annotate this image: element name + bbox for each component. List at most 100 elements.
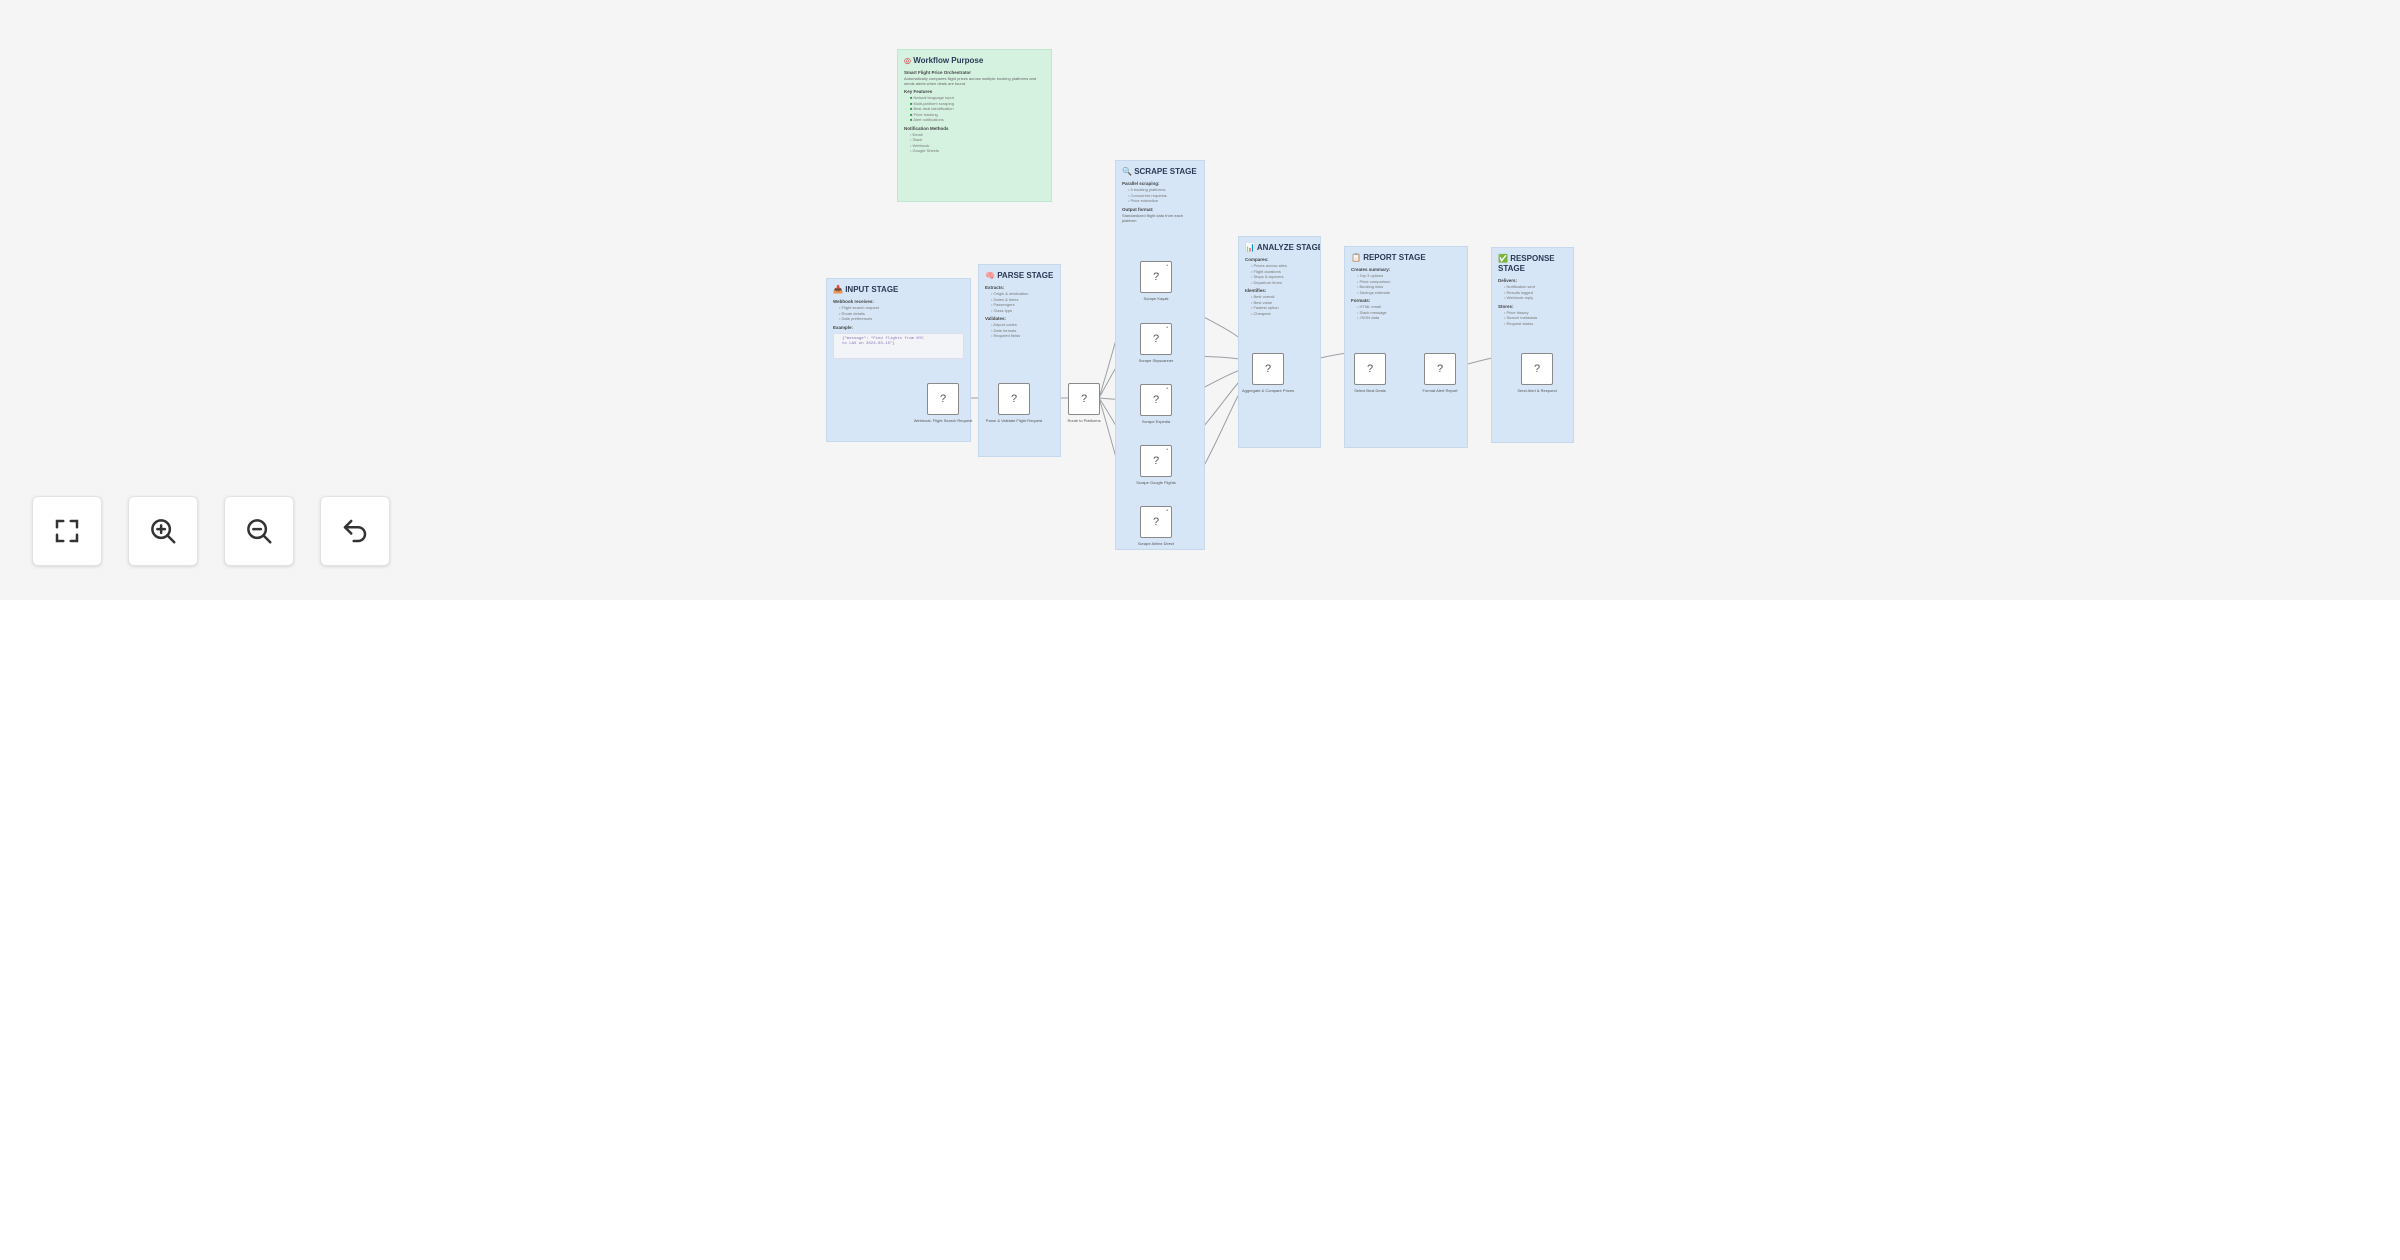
node-label: Webhook: Flight Search Request — [913, 418, 973, 423]
stage-subtitle: Validates: — [985, 316, 1007, 321]
stage-list: 5 booking platforms Concurrent requests … — [1122, 187, 1198, 204]
stage-title: 📋 REPORT STAGE — [1351, 253, 1426, 262]
check-icon: ✅ — [1498, 254, 1511, 263]
code-line: {"message": "Find flights from NYC — [842, 336, 924, 341]
stage-title: 🔍 SCRAPE STAGE — [1122, 167, 1197, 176]
list-item: Price comparison — [1357, 279, 1461, 285]
stage-subtitle: Extracts: — [985, 285, 1005, 290]
inbox-icon: 📥 — [833, 285, 846, 294]
node-label: Scrape Google Flights — [1136, 480, 1176, 485]
list-item: Departure times — [1251, 280, 1314, 286]
reset-button[interactable] — [320, 496, 390, 566]
list-item: Multi-platform scraping — [910, 101, 1045, 107]
purpose-description: Automatically compares flight prices acr… — [904, 76, 1037, 86]
purpose-subtitle: Smart Flight Price Orchestrator — [904, 70, 972, 75]
zoom-in-icon — [151, 519, 176, 544]
unknown-node-icon: ? — [1533, 363, 1541, 375]
stage-list: Notification sent Results logged Webhook… — [1498, 284, 1567, 301]
list-item: Top 3 options — [1357, 273, 1461, 279]
undo-icon — [343, 519, 367, 543]
zoom-out-icon — [247, 519, 272, 544]
node-scrape-5[interactable]: •? — [1140, 506, 1172, 538]
unknown-node-icon: ? — [1080, 393, 1088, 405]
fullscreen-icon — [55, 519, 79, 543]
node-scrape-1[interactable]: •? — [1140, 261, 1172, 293]
stage-subtitle: Formats: — [1351, 298, 1371, 303]
list-item: Price history — [1504, 310, 1567, 316]
node-label: Parse & Validate Flight Request — [985, 418, 1043, 423]
unknown-node-icon: ? — [1152, 394, 1160, 406]
sticky-report-stage[interactable]: 📋 REPORT STAGE Creates summary: Top 3 op… — [1344, 246, 1468, 448]
list-item: Date formats — [991, 328, 1054, 334]
zoom-in-button[interactable] — [128, 496, 198, 566]
search-icon: 🔍 — [1122, 167, 1135, 176]
unknown-node-icon: ? — [1152, 455, 1160, 467]
list-item: Cheapest — [1251, 311, 1314, 317]
list-item: Search metadata — [1504, 315, 1567, 321]
node-label: Scrape Kayak — [1143, 296, 1169, 301]
node-webhook[interactable]: ? — [927, 383, 959, 415]
node-label: Format Alert Report — [1422, 388, 1458, 393]
list-item: Webhook reply — [1504, 295, 1567, 301]
more-icon: • — [1166, 447, 1168, 453]
list-item: Google Sheets — [910, 148, 1045, 154]
list-item: Airport codes — [991, 322, 1054, 328]
sticky-response-stage[interactable]: ✅ RESPONSE STAGE Delivers: Notification … — [1491, 247, 1574, 443]
unknown-node-icon: ? — [1152, 516, 1160, 528]
node-label: Scrape Skyscanner — [1138, 358, 1174, 363]
clipboard-icon: 📋 — [1351, 253, 1364, 262]
list-item: Booking links — [1357, 284, 1461, 290]
list-item: Savings estimate — [1357, 290, 1461, 296]
list-item: Passengers — [991, 302, 1054, 308]
stage-list: HTML email Slack message JSON data — [1351, 304, 1461, 321]
list-item: Slack — [910, 137, 1045, 143]
node-respond[interactable]: ? — [1521, 353, 1553, 385]
sticky-workflow-purpose[interactable]: ◎ Workflow Purpose Smart Flight Price Or… — [897, 49, 1052, 202]
list-item: Origin & destination — [991, 291, 1054, 297]
node-label: Aggregate & Compare Prices — [1241, 388, 1295, 393]
list-item: Best overall — [1251, 294, 1314, 300]
stage-subtitle: Output format: — [1122, 206, 1154, 212]
features-title: Key Features — [904, 89, 933, 94]
stage-list: Flight search request Route details Date… — [833, 305, 964, 322]
more-icon: • — [1166, 325, 1168, 331]
list-item: Best value — [1251, 300, 1314, 306]
unknown-node-icon: ? — [1366, 363, 1374, 375]
stage-list: Best overall Best value Fastest option C… — [1245, 294, 1314, 316]
node-scrape-2[interactable]: •? — [1140, 323, 1172, 355]
purpose-title: ◎ Workflow Purpose — [904, 56, 984, 65]
sticky-parse-stage[interactable]: 🧠 PARSE STAGE Extracts: Origin & destina… — [978, 264, 1061, 457]
stage-title: 🧠 PARSE STAGE — [985, 271, 1054, 280]
node-aggregate[interactable]: ? — [1252, 353, 1284, 385]
node-scrape-4[interactable]: •? — [1140, 445, 1172, 477]
code-line: to LAX on 2024-03-15"} — [842, 341, 895, 346]
node-scrape-3[interactable]: •? — [1140, 384, 1172, 416]
list-item: Required fields — [991, 333, 1054, 339]
node-best-deals[interactable]: ? — [1354, 353, 1386, 385]
unknown-node-icon: ? — [939, 393, 947, 405]
unknown-node-icon: ? — [1152, 333, 1160, 345]
node-label: Send Alert & Respond — [1517, 388, 1557, 393]
zoom-out-button[interactable] — [224, 496, 294, 566]
node-parse[interactable]: ? — [998, 383, 1030, 415]
stage-subtitle: Identifies: — [1245, 288, 1267, 293]
workflow-canvas[interactable]: ◎ Workflow Purpose Smart Flight Price Or… — [0, 0, 2400, 600]
node-split[interactable]: ? — [1068, 383, 1100, 415]
chart-icon: 📊 — [1245, 243, 1257, 252]
sticky-scrape-stage[interactable]: 🔍 SCRAPE STAGE Parallel scraping: 5 book… — [1115, 160, 1205, 550]
stage-subtitle: Parallel scraping: — [1122, 181, 1160, 186]
fit-view-button[interactable] — [32, 496, 102, 566]
target-icon: ◎ — [904, 56, 914, 65]
stage-list: Prices across sites Flight durations Sto… — [1245, 263, 1314, 285]
methods-title: Notification Methods — [904, 125, 949, 131]
unknown-node-icon: ? — [1436, 363, 1444, 375]
list-item: Route details — [839, 311, 964, 317]
list-item: Class type — [991, 308, 1054, 314]
example-label: Example: — [833, 324, 854, 330]
node-label: Select Best Deals — [1354, 388, 1386, 393]
node-label: Scrape Airline Direct — [1137, 541, 1175, 546]
list-item: JSON data — [1357, 315, 1461, 321]
node-format-report[interactable]: ? — [1424, 353, 1456, 385]
sticky-analyze-stage[interactable]: 📊 ANALYZE STAGE Compares: Prices across … — [1238, 236, 1321, 448]
list-item: Best deal identification — [910, 106, 1045, 112]
